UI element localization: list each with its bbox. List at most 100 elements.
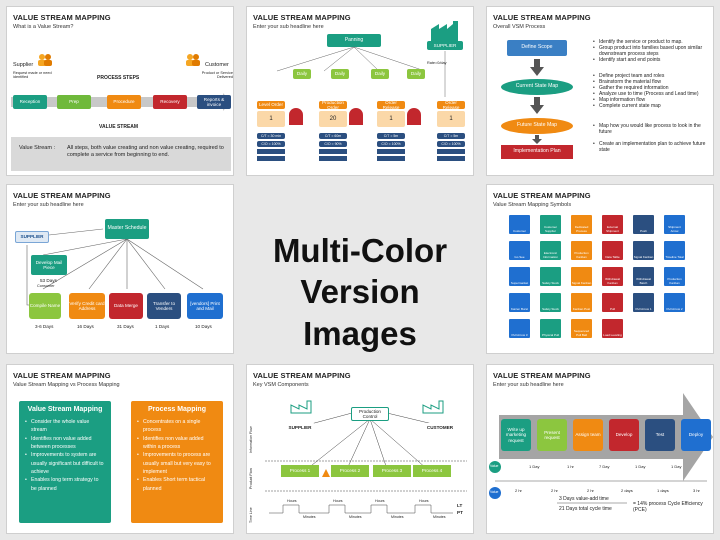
customer-people-icon [185, 53, 201, 67]
supplier-box[interactable]: SUPPLIER [427, 41, 463, 50]
symbol-tile[interactable]: Withdrawal Batch [633, 267, 654, 286]
step-test[interactable]: Test [645, 419, 675, 451]
symbol-tile[interactable]: Kanban Post [571, 293, 592, 312]
step-transfer[interactable]: Transfer to Venders [147, 293, 181, 319]
minutes-1: Minutes [303, 515, 316, 519]
hours-4: Hours [419, 499, 429, 503]
center-title-line1: Multi-Color [272, 232, 448, 269]
symbol-tile[interactable]: Withdrawal Kanban [602, 267, 623, 286]
stage-future-state[interactable]: Future State Map [501, 118, 573, 134]
side-label-info: Information Flow [249, 426, 253, 453]
process-3[interactable]: Process 3 [373, 465, 411, 477]
symbol-tile[interactable]: Safety Stock [540, 267, 561, 286]
symbol-tile[interactable]: Push [633, 215, 654, 234]
symbol-tile[interactable]: External Shipment [602, 215, 623, 234]
symbol-tile[interactable]: Load Leveling [602, 319, 623, 338]
days-1: 3-6 Days [35, 324, 54, 329]
symbol-tile[interactable]: Production Kanban [571, 241, 592, 260]
step-recovery[interactable]: Recovery [153, 95, 187, 109]
symbol-tile[interactable]: Sequenced Pull Ball [571, 319, 592, 338]
step-print-mail[interactable]: [vendors] Print and Mail [187, 293, 223, 319]
symbol-tile[interactable]: Pull [602, 293, 623, 312]
tile-value-stream-map[interactable]: VALUE STREAM MAPPING Enter your sub head… [246, 6, 474, 176]
symbol-tile[interactable]: Shipment Arrow [664, 215, 685, 234]
master-schedule[interactable]: Master Schedule [105, 219, 149, 239]
symbol-tile[interactable]: Signal Kanban [571, 267, 592, 286]
supplier-box[interactable]: SUPPLIER [285, 423, 315, 432]
cell-1[interactable]: Level Order [257, 101, 285, 109]
customer-note: Product or Service Delivered [201, 71, 233, 80]
symbol-tile[interactable]: Customer Supplier [540, 215, 561, 234]
vsm-panel-title: Value Stream Mapping [27, 406, 103, 413]
wait-4: 2 days [621, 488, 633, 493]
ct-4: C/T = 5m [437, 133, 465, 139]
symbol-tile[interactable]: Physical Pull [540, 319, 561, 338]
step-compile-name[interactable]: Compile Name [29, 293, 61, 319]
process-2[interactable]: Process 2 [331, 465, 369, 477]
lt-label: LT [457, 503, 463, 508]
process-1[interactable]: Process 1 [281, 465, 319, 477]
step-deploy[interactable]: Deploy [681, 419, 711, 451]
symbol-tile[interactable]: Customer [509, 215, 530, 234]
step-assign[interactable]: Assign team [573, 419, 603, 451]
step-reports[interactable]: Reports & invoice [197, 95, 231, 109]
pt-label: PT [457, 510, 463, 515]
symbol-tile[interactable]: Safety Stock [540, 293, 561, 312]
arch-icons [247, 7, 473, 175]
symbol-tile[interactable]: Production Kanban [664, 267, 685, 286]
symbol-tile[interactable]: Electronic Information [540, 241, 561, 260]
row-label-2: Value [490, 490, 499, 494]
planning-box[interactable]: Panning [327, 34, 381, 47]
supplier-box[interactable]: SUPPLIER [15, 231, 49, 243]
wait-5: 1 days [657, 488, 669, 493]
tile-what-is-value-stream[interactable]: VALUE STREAM MAPPING What is a Value Str… [6, 6, 234, 176]
implementation-bullets: Create an implementation plan to achieve… [593, 141, 711, 153]
step-reception[interactable]: Reception [13, 95, 47, 109]
step-data-merge[interactable]: Data Merge [109, 293, 143, 319]
step-present[interactable]: Present request [537, 419, 567, 451]
symbol-tile[interactable]: Supermarket [509, 267, 530, 286]
step-prep[interactable]: Prep [57, 95, 91, 109]
tile-cycle-efficiency[interactable]: VALUE STREAM MAPPING Enter your sub head… [486, 364, 714, 534]
process-4[interactable]: Process 4 [413, 465, 451, 477]
symbol-grid: Customer Customer Supplier Dedicated Proce… [509, 215, 699, 345]
side-label-product: Product Flow [249, 468, 253, 489]
co-1: C/O = 100% [257, 141, 285, 147]
stage-implementation[interactable]: Implementation Plan [501, 145, 573, 159]
tile-title: VALUE STREAM MAPPING [253, 13, 351, 22]
stage-define-scope[interactable]: Define Scope [507, 40, 567, 56]
step-write-up[interactable]: Write up marketing request [501, 419, 531, 451]
value-stream-definition: All steps, both value creating and non v… [67, 145, 224, 159]
tile-key-vsm-components[interactable]: VALUE STREAM MAPPING Key VSM Components … [246, 364, 474, 534]
step-verify-credit[interactable]: Verify Credit card Address [69, 293, 105, 319]
symbol-tile[interactable]: Dedicated Process [571, 215, 592, 234]
cell-4[interactable]: Order Release [437, 100, 465, 110]
symbol-tile[interactable]: Pull Arrow 2 [664, 293, 685, 312]
production-control[interactable]: Production Control [351, 407, 389, 421]
symbol-tile[interactable]: Pull Arrow 1 [633, 293, 654, 312]
bullet: Map information flow [593, 97, 711, 103]
symbol-tile[interactable]: Go See [509, 241, 530, 260]
bullet: Group product into families based upon s… [593, 45, 711, 57]
cell-3[interactable]: Order Release [377, 100, 405, 110]
tile-vsm-vs-process[interactable]: VALUE STREAM MAPPING Value Stream Mappin… [6, 364, 234, 534]
symbol-tile[interactable]: Pull Arrow 3 [509, 319, 530, 338]
value-add-time: 3 Days value-add time [559, 496, 609, 502]
symbol-tile[interactable]: Signal Kanban [633, 241, 654, 260]
symbol-tile[interactable]: Timeline Total [664, 241, 685, 260]
tile-mail-process-map[interactable]: VALUE STREAM MAPPING Enter your sub head… [6, 184, 234, 354]
tile-vsm-symbols[interactable]: VALUE STREAM MAPPING Value Stream Mappin… [486, 184, 714, 354]
symbol-tile[interactable]: Data Table [602, 241, 623, 260]
step-develop[interactable]: Develop [609, 419, 639, 451]
customer-box[interactable]: CUSTOMER [423, 423, 457, 432]
minutes-2: Minutes [349, 515, 362, 519]
ct-1: C/T = 30 min [257, 133, 285, 139]
process-steps-label: PROCESS STEPS [97, 75, 140, 81]
stage-current-state[interactable]: Current State Map [501, 79, 573, 95]
symbol-tile[interactable]: Kaizen Burst [509, 293, 530, 312]
step-procedure[interactable]: Procedure [107, 95, 141, 109]
cell-2[interactable]: Production Order [319, 100, 347, 110]
bullet: Map how you would like process to look i… [593, 123, 711, 135]
develop-mail-piece[interactable]: Develop Mail Piece [31, 255, 67, 275]
tile-overall-vsm-process[interactable]: VALUE STREAM MAPPING Overall VSM Process… [486, 6, 714, 176]
